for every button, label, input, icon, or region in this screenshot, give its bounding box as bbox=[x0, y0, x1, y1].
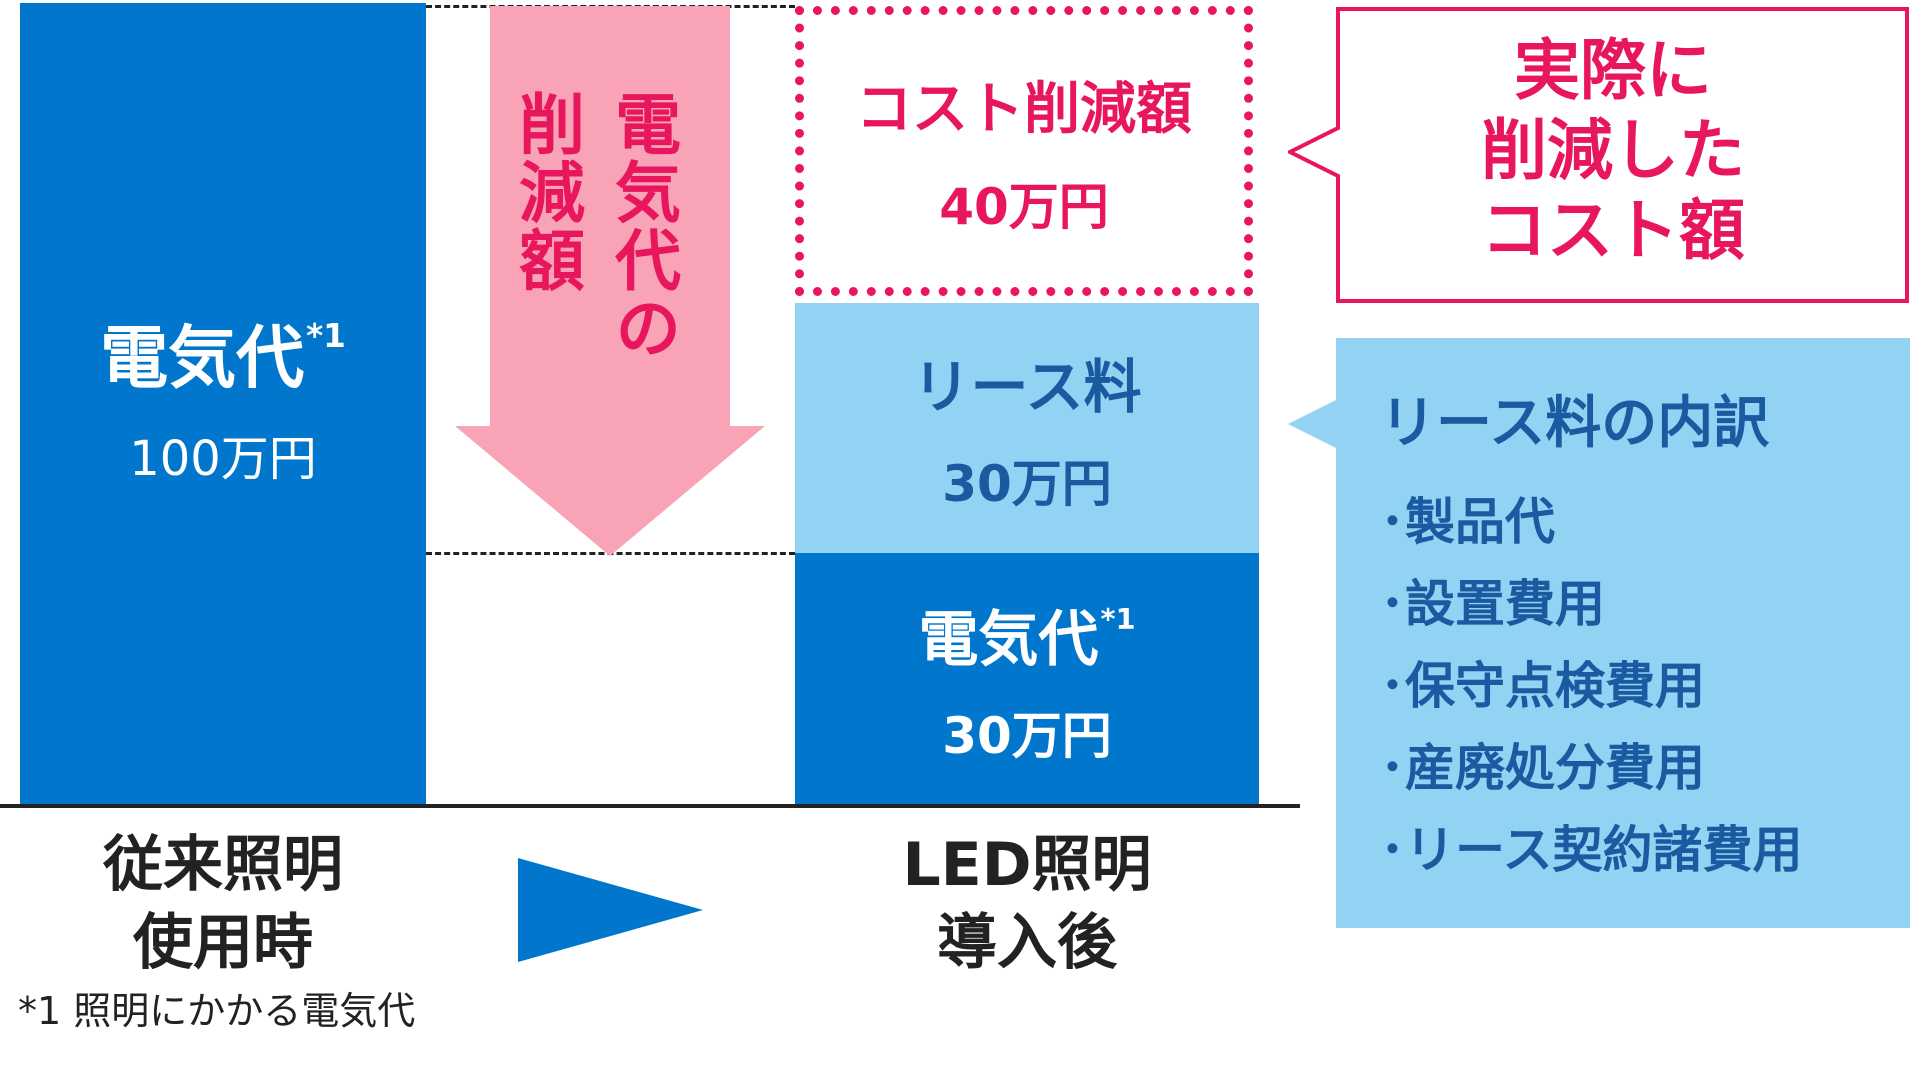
lease-breakdown-callout bbox=[1288, 338, 1910, 928]
lease-breakdown-list: ･製品代 ･設置費用 ･保守点検費用 ･産廃処分費用 ･リース契約諸費用 bbox=[1380, 481, 1900, 891]
cost-reduction-value: 40万円 bbox=[939, 177, 1109, 236]
lease-fee-value: 30万円 bbox=[942, 455, 1112, 513]
reduction-callout bbox=[1288, 7, 1909, 303]
before-electricity-label: 電気代*1 bbox=[100, 316, 346, 399]
lease-breakdown: リース料の内訳 ･製品代 ･設置費用 ･保守点検費用 ･産廃処分費用 ･リース契… bbox=[1380, 378, 1900, 891]
lease-breakdown-item: ･設置費用 bbox=[1380, 575, 1605, 633]
after-label-line1: LED照明 bbox=[902, 830, 1152, 900]
before-label-line2: 使用時 bbox=[133, 908, 313, 978]
reduction-down-arrow bbox=[455, 6, 765, 556]
before-label: 従来照明 使用時 bbox=[20, 826, 426, 982]
after-electricity-block: 電気代*1 30万円 bbox=[795, 553, 1259, 805]
cost-reduction-label: コスト削減額 bbox=[856, 76, 1192, 142]
before-electricity-value: 100万円 bbox=[129, 431, 317, 488]
after-label-line2: 導入後 bbox=[937, 908, 1117, 978]
after-electricity-label: 電気代*1 bbox=[918, 602, 1136, 675]
lease-breakdown-item: ･リース契約諸費用 bbox=[1380, 821, 1803, 879]
reduction-callout-line3: コスト額 bbox=[1481, 192, 1745, 269]
reduction-callout-line2: 削減した bbox=[1481, 112, 1745, 189]
after-label: LED照明 導入後 bbox=[795, 826, 1259, 982]
reduction-callout-text: 実際に 削減した コスト額 bbox=[1348, 20, 1878, 282]
baseline bbox=[0, 804, 1300, 808]
footnote: *1 照明にかかる電気代 bbox=[18, 989, 416, 1033]
lease-breakdown-item: ･保守点検費用 bbox=[1380, 657, 1705, 715]
after-note-mark: *1 bbox=[1100, 602, 1136, 637]
lease-fee-block: リース料 30万円 bbox=[795, 303, 1259, 553]
lease-breakdown-item: ･産廃処分費用 bbox=[1380, 739, 1705, 797]
lease-breakdown-item: ･製品代 bbox=[1380, 493, 1555, 551]
after-electricity-value: 30万円 bbox=[942, 706, 1112, 765]
reduction-callout-line1: 実際に bbox=[1514, 32, 1712, 109]
lease-fee-label: リース料 bbox=[912, 353, 1142, 421]
reduction-arrow-text: 電気代の削減額 bbox=[508, 90, 681, 362]
lease-breakdown-title: リース料の内訳 bbox=[1380, 391, 1770, 456]
cost-reduction-box: コスト削減額 40万円 bbox=[795, 6, 1253, 296]
before-electricity-bar: 電気代*1 100万円 bbox=[20, 3, 426, 805]
before-note-mark: *1 bbox=[306, 316, 346, 355]
flow-arrow-icon bbox=[518, 858, 703, 962]
before-label-line1: 従来照明 bbox=[103, 830, 343, 900]
